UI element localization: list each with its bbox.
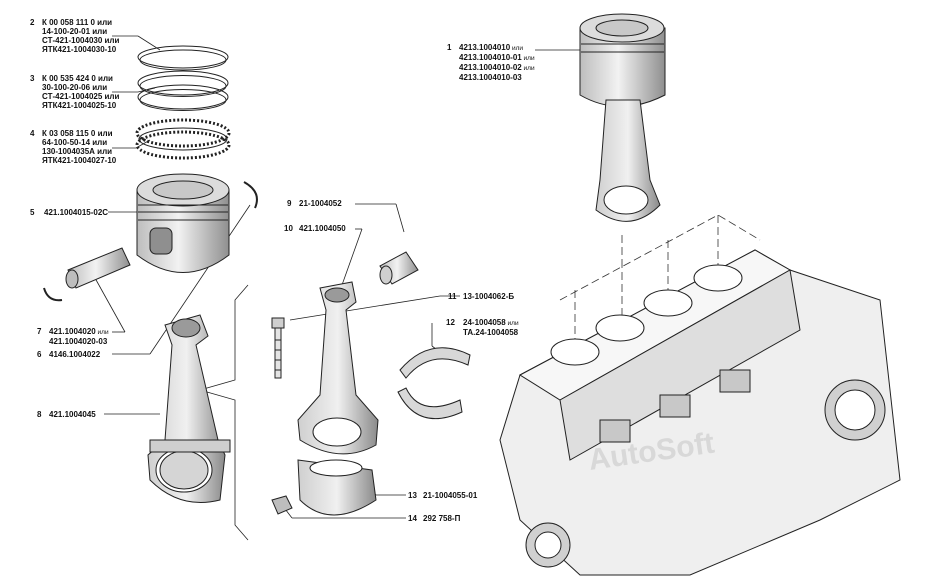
part-number: 4146.1004022 (49, 350, 101, 359)
part-number-suffix: или (521, 65, 535, 72)
part-number: 421.1004045 (49, 410, 96, 419)
callout-number: 14 (408, 514, 417, 523)
callout-1: 1 4213.1004010 или 4213.1004010-01 или 42… (447, 43, 535, 82)
part-number-suffix: или (521, 55, 535, 62)
part-number: 130-1004035А или (42, 147, 113, 156)
callout-5: 5 421.1004015-02С (30, 208, 108, 217)
callout-number: 5 (30, 208, 35, 217)
connecting-rod-10 (297, 281, 379, 455)
callout-13: 13 21-1004055-01 (408, 491, 477, 500)
bearing-shells (397, 347, 471, 420)
callout-number: 13 (408, 491, 417, 500)
callout-8: 8 421.1004045 (37, 410, 96, 419)
nut (271, 495, 293, 515)
callout-number: 8 (37, 410, 42, 419)
part-number: ЯТК421-1004027-10 (42, 156, 117, 165)
piston (136, 173, 230, 273)
callout-number: 1 (447, 43, 452, 52)
part-number: 24-1004058 (463, 318, 506, 327)
part-number: 30-100-20-06 или (42, 83, 108, 92)
part-number: 292 758-П (423, 514, 461, 523)
part-number: К 00 058 111 0 или (42, 18, 113, 27)
piston-rings (135, 45, 231, 160)
part-number-suffix: или (95, 329, 109, 336)
part-number: 421.1004015-02С (44, 208, 109, 217)
part-number: СТ-421-1004025 или (42, 92, 120, 101)
part-number: 21-1004055-01 (423, 491, 478, 500)
part-number: 421.1004050 (299, 224, 346, 233)
part-number: ТА.24-1004058 (463, 328, 519, 337)
callout-2: 2 К 00 058 111 0 или 14-100-20-01 или СТ-… (30, 18, 119, 54)
connecting-rod-8 (147, 314, 231, 503)
part-number: 4213.1004010-02 (459, 63, 522, 72)
part-number: ЯТК421-1004030-10 (42, 45, 117, 54)
piston-pin (65, 247, 131, 289)
callout-number: 4 (30, 129, 35, 138)
callout-number: 3 (30, 74, 35, 83)
callout-number: 11 (448, 292, 457, 301)
callout-9: 9 21-1004052 (287, 199, 342, 208)
part-number: ЯТК421-1004025-10 (42, 101, 117, 110)
engine-block (499, 249, 901, 576)
part-number: 421.1004020 (49, 327, 96, 336)
callout-6: 6 4146.1004022 (37, 350, 100, 359)
callout-11: 11 13-1004062-Б (448, 292, 514, 301)
part-number: 13-1004062-Б (463, 292, 515, 301)
part-number-suffix: или (510, 45, 524, 52)
callout-7: 7 421.1004020 или 421.1004020-03 (37, 327, 109, 346)
callout-number: 12 (446, 318, 455, 327)
part-number: К 00 535 424 0 или (42, 74, 113, 83)
callout-number: 7 (37, 327, 42, 336)
part-number: К 03 058 115 0 или (42, 129, 113, 138)
part-number: 21-1004052 (299, 199, 342, 208)
part-number: 4213.1004010-01 (459, 53, 522, 62)
callout-number: 9 (287, 199, 292, 208)
callout-3: 3 К 00 535 424 0 или 30-100-20-06 или СТ-… (30, 74, 119, 110)
part-number: 4213.1004010 (459, 43, 511, 52)
piston-assembly (579, 13, 666, 222)
part-number: СТ-421-1004030 или (42, 36, 120, 45)
part-number-suffix: или (505, 320, 519, 327)
part-number: 64-100-50-14 или (42, 138, 108, 147)
bushing (379, 251, 419, 285)
callout-number: 10 (284, 224, 293, 233)
bolt (271, 317, 285, 379)
callout-4: 4 К 03 058 115 0 или 64-100-50-14 или 130… (30, 129, 116, 165)
part-number: 4213.1004010-03 (459, 73, 522, 82)
callout-number: 2 (30, 18, 35, 27)
circlips (43, 181, 258, 302)
callout-14: 14 292 758-П (408, 514, 460, 523)
rod-cap (297, 459, 377, 516)
part-number: 14-100-20-01 или (42, 27, 108, 36)
callout-12: 12 24-1004058 или ТА.24-1004058 (446, 318, 519, 337)
callout-10: 10 421.1004050 (284, 224, 346, 233)
callout-number: 6 (37, 350, 42, 359)
part-number: 421.1004020-03 (49, 337, 108, 346)
